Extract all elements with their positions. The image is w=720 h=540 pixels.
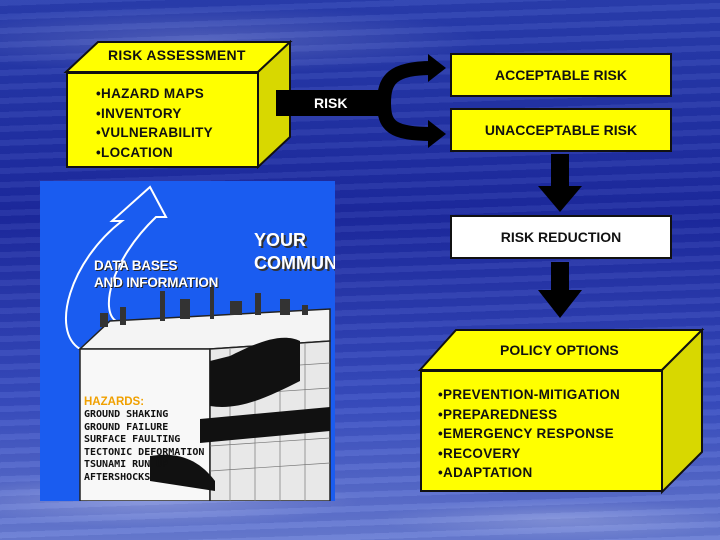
risk-item-hazard-maps: •HAZARD MAPS xyxy=(96,86,205,101)
community-panel: YOUR COMMUNITY DATA BASES AND INFORMATIO… xyxy=(40,181,335,501)
hazard-tectonic-deformation: TECTONIC DEFORMATION xyxy=(84,446,205,458)
risk-reduction-box: RISK REDUCTION xyxy=(450,215,672,259)
down-arrow-2-shaft xyxy=(551,262,569,292)
brace-arrow xyxy=(376,61,433,141)
risk-assessment-box: •HAZARD MAPS •INVENTORY •VULNERABILITY •… xyxy=(66,72,259,168)
risk-reduction-label: RISK REDUCTION xyxy=(500,229,622,245)
data-bases-text: DATA BASES AND INFORMATION xyxy=(94,257,218,291)
fault-layer-2 xyxy=(200,407,330,443)
fault-layer-1 xyxy=(210,337,300,407)
hazard-aftershocks: AFTERSHOCKS xyxy=(84,471,151,483)
policy-title: POLICY OPTIONS xyxy=(500,342,660,360)
your-community-line2: COMMUNITY xyxy=(254,253,335,273)
hazard-ground-shaking: GROUND SHAKING xyxy=(84,409,169,420)
arrow-head-unacceptable xyxy=(428,120,446,148)
your-community-line1: YOUR xyxy=(254,230,307,250)
risk-item-inventory: •INVENTORY xyxy=(96,105,182,121)
hazards-title: HAZARDS: xyxy=(84,396,145,408)
hazard-surface-faulting: SURFACE FAULTING xyxy=(84,434,181,446)
risk-assessment-title: RISK ASSESSMENT xyxy=(108,47,268,67)
risk-bar xyxy=(276,90,386,116)
down-arrow-1-shaft xyxy=(551,154,569,188)
risk-item-vulnerability: •VULNERABILITY xyxy=(96,125,213,140)
policy-item-prevention: •PREVENTION-MITIGATION xyxy=(438,387,621,402)
risk-item-location: •LOCATION xyxy=(96,144,173,160)
unacceptable-risk-box: UNACCEPTABLE RISK xyxy=(450,108,672,152)
acceptable-risk-box: ACCEPTABLE RISK xyxy=(450,53,672,97)
policy-box: •PREVENTION-MITIGATION •PREPAREDNESS •EM… xyxy=(420,370,663,492)
policy-title-text: POLICY OPTIONS xyxy=(500,342,619,358)
fault-layer-3 xyxy=(150,454,215,491)
unacceptable-risk-label: UNACCEPTABLE RISK xyxy=(484,122,638,138)
hazard-ground-failure: GROUND FAILURE xyxy=(84,421,169,433)
down-arrow-1-head xyxy=(538,186,582,212)
risk-assessment-title-text: RISK ASSESSMENT xyxy=(108,47,246,63)
buildings xyxy=(100,285,308,327)
hazards-list: HAZARDS: GROUND SHAKING GROUND FAILURE S… xyxy=(84,395,212,485)
acceptable-risk-label: ACCEPTABLE RISK xyxy=(495,67,627,83)
policy-item-preparedness: •PREPAREDNESS xyxy=(438,406,558,422)
policy-item-recovery: •RECOVERY xyxy=(438,445,521,461)
community-illustration xyxy=(65,185,331,501)
policy-item-emergency: •EMERGENCY RESPONSE xyxy=(438,426,614,441)
arrow-head-acceptable xyxy=(428,54,446,82)
hazard-tsunami-run-up: TSUNAMI RUN UP xyxy=(84,459,169,471)
your-community-text: YOUR xyxy=(254,229,306,251)
policy-item-adaptation: •ADAPTATION xyxy=(438,465,533,480)
down-arrow-2-head xyxy=(538,290,582,318)
feedback-arrow xyxy=(65,185,168,350)
risk-label: RISK xyxy=(314,95,348,111)
data-bases-line2: AND INFORMATION xyxy=(94,275,219,290)
data-bases-line1: DATA BASES xyxy=(94,258,178,273)
